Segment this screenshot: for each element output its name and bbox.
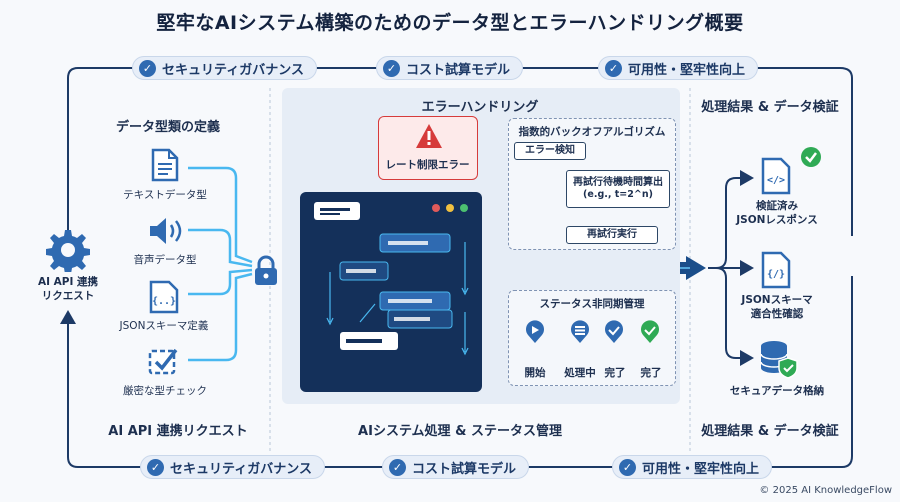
copyright-text: © 2025 AI KnowledgeFlow [759,485,892,496]
window-dot-yellow [446,204,454,212]
async-title: ステータス非同期管理 [539,298,645,310]
checkbox-icon [146,344,182,378]
check-icon: ✓ [147,458,164,476]
svg-text:{/}: {/} [767,269,785,280]
text-type-label: テキストデータ型 [123,189,207,201]
code-document-icon: {/} [758,250,794,290]
check-icon: ✓ [383,59,400,77]
rate-limit-label: レート制限エラー [385,159,470,171]
pill-availability-top: ✓可用性・堅牢性向上 [598,56,759,80]
svg-text:</>: </> [767,175,785,186]
speaker-icon [146,214,186,248]
lock-icon [250,254,282,288]
pill-availability-bottom: ✓可用性・堅牢性向上 [612,455,773,479]
schema-conformance-label: JSONスキーマ 適合性確認 [741,294,813,320]
ai-processing-panel [300,192,482,392]
database-shield-icon [756,338,800,380]
results-bottom-title: 処理結果 & データ検証 [701,424,839,439]
check-pin-icon [603,320,625,344]
json-schema-label: JSONスキーマ定義 [119,320,209,332]
play-pin-icon [524,320,546,344]
chat-flow-graphic [314,202,469,356]
async-state-done-1: 完了 [604,367,626,379]
backoff-title: 指数的バックオフアルゴリズム [518,126,666,138]
pill-security-governance-bottom: ✓セキュリティガバナンス [140,455,325,479]
window-dot-green [460,204,468,212]
code-document-icon: </> [758,156,794,196]
results-title: 処理結果 & データ検証 [701,100,839,115]
api-request-bottom-title: AI API 連携リクエスト [108,424,248,439]
window-dot-red [432,204,440,212]
svg-text:{..}: {..} [152,296,176,307]
retry-exec-step: 再試行実行 [566,226,658,244]
api-request-label: AI API 連携 リクエスト [37,276,99,302]
page-title: 堅牢なAIシステム構築のためのデータ型とエラーハンドリング概要 [156,12,744,34]
pill-cost-model-bottom: ✓コスト試算モデル [382,455,530,479]
secure-storage-label: セキュアデータ格納 [729,385,825,397]
check-icon: ✓ [139,59,156,77]
json-braces-icon: {..} [146,280,182,314]
pill-cost-model-top: ✓コスト試算モデル [376,56,524,80]
check-icon: ✓ [389,458,406,476]
success-check-icon [800,146,822,168]
gear-icon [44,228,92,272]
check-icon: ✓ [619,458,636,476]
text-document-icon [148,148,182,182]
error-handling-title: エラーハンドリング [421,100,539,115]
pill-security-governance-top: ✓セキュリティガバナンス [132,56,317,80]
warning-icon [415,123,443,149]
verified-json-label: 検証済み JSONレスポンス [736,200,818,226]
strict-type-check-label: 厳密な型チェック [123,385,207,397]
list-pin-icon [569,320,591,344]
check-icon: ✓ [605,59,622,77]
async-state-start: 開始 [524,367,546,379]
error-detect-step: エラー検知 [514,142,586,160]
data-types-title: データ型類の定義 [115,120,220,135]
async-state-processing: 処理中 [564,367,596,379]
audio-type-label: 音声データ型 [133,254,197,266]
rate-limit-error-box: レート制限エラー [378,116,478,180]
async-state-done-2: 完了 [640,367,662,379]
ai-processing-bottom-title: AIシステム処理 & ステータス管理 [358,424,562,439]
check-pin-icon-green [639,320,661,344]
retry-calc-step: 再試行待機時間算出 (e.g., t=2^n) [566,170,670,208]
